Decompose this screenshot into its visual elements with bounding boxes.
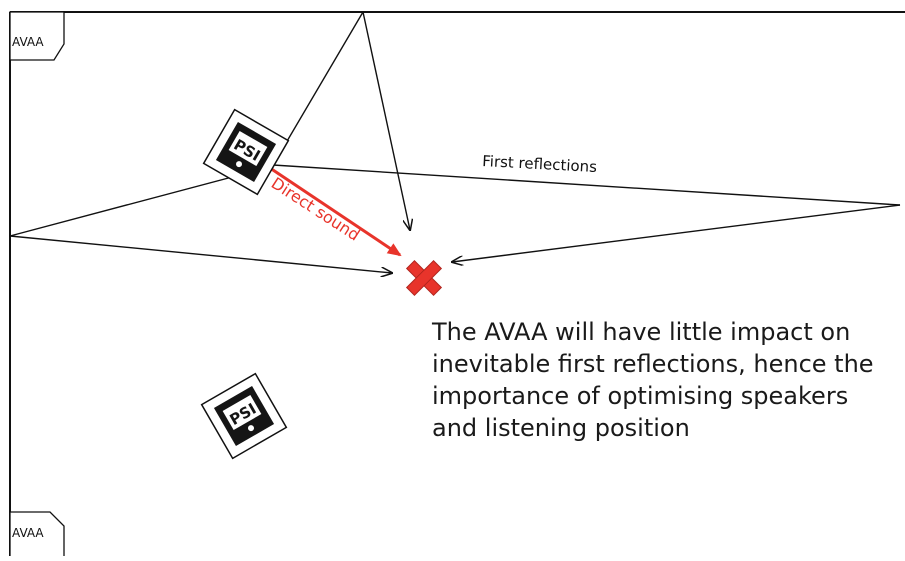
- caption-line: inevitable first reflections, hence the: [432, 350, 874, 378]
- direct-sound-arrow: [269, 166, 402, 257]
- direct-sound-label: Direct sound: [268, 173, 364, 244]
- listener-position-icon: [405, 259, 443, 297]
- avaa-bottom-label: AVAA: [12, 526, 44, 540]
- first-reflection-paths: [9, 11, 901, 273]
- avaa-bottom-left: AVAA: [9, 511, 65, 556]
- caption-line: The AVAA will have little impact on: [432, 318, 851, 346]
- avaa-top-left: AVAA: [9, 11, 65, 61]
- avaa-top-label: AVAA: [12, 35, 44, 49]
- caption-line: importance of optimising speakers: [432, 382, 849, 410]
- first-reflections-label: First reflections: [482, 152, 598, 176]
- explanation-caption: The AVAA will have little impact on inev…: [432, 316, 897, 444]
- speaker-icon: PSI: [202, 108, 290, 196]
- caption-line: and listening position: [432, 414, 690, 442]
- speaker-icon: PSI: [200, 372, 288, 460]
